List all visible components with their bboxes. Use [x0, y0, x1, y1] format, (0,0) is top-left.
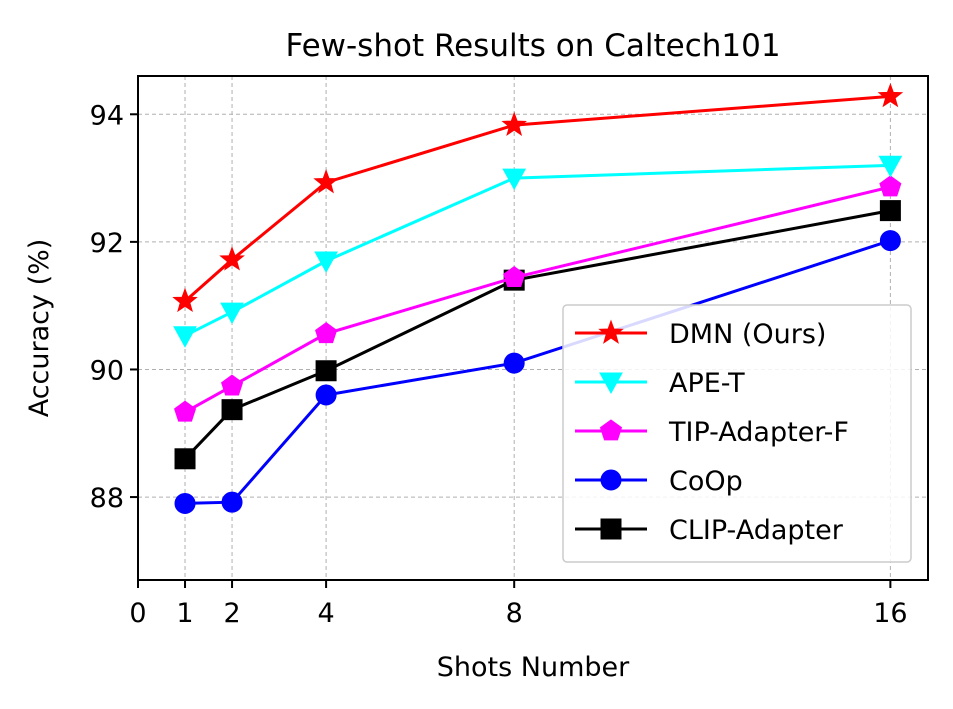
data-point [219, 246, 245, 271]
x-tick-label: 2 [223, 598, 240, 629]
x-tick-label: 0 [129, 598, 146, 629]
legend-label: TIP-Adapter-F [668, 417, 849, 448]
chart-title: Few-shot Results on Caltech101 [285, 28, 780, 64]
series-ape-t [173, 155, 903, 348]
data-point [173, 326, 197, 348]
legend-marker [598, 319, 624, 344]
legend-box [562, 304, 912, 563]
data-point [221, 491, 243, 513]
data-point [221, 399, 243, 421]
data-point [315, 384, 337, 406]
plot-frame [137, 75, 929, 581]
legend-label: DMN (Ours) [669, 319, 826, 350]
data-point [315, 360, 337, 382]
data-point [174, 492, 196, 514]
data-point [503, 265, 526, 287]
data-point [502, 168, 527, 191]
data-point [878, 155, 903, 178]
series-dmn-ours [172, 82, 904, 313]
legend-marker [600, 518, 622, 540]
legend-marker [600, 469, 622, 491]
data-point [503, 352, 525, 374]
data-point [174, 448, 196, 470]
data-point [501, 111, 527, 136]
series-tip-adapter-f [174, 175, 902, 422]
y-tick-label: 94 [90, 100, 124, 131]
data-point [315, 322, 338, 344]
y-tick-label: 88 [90, 483, 124, 514]
data-point [313, 169, 339, 194]
data-point [220, 302, 244, 325]
data-point [877, 82, 904, 108]
legend-label: CLIP-Adapter [669, 515, 844, 546]
data-point [172, 287, 198, 313]
y-tick-label: 90 [90, 355, 124, 386]
data-point [879, 200, 901, 222]
x-axis-label: Shots Number [437, 652, 630, 683]
data-point [174, 400, 197, 422]
y-axis-label: Accuracy (%) [24, 239, 55, 418]
legend-marker [599, 419, 623, 441]
x-tick-label: 16 [873, 598, 907, 629]
legend-label: APE-T [669, 368, 745, 399]
data-point [221, 374, 244, 396]
x-tick-label: 8 [506, 598, 523, 629]
legend: DMN (Ours) APE-T TIP-Adapter-F CoOpCLIP-Ada… [562, 304, 912, 563]
legend-label: CoOp [669, 466, 743, 497]
data-point [314, 251, 338, 274]
series-clip-adapter [174, 200, 901, 470]
x-tick-label: 1 [176, 598, 193, 629]
legend-marker [599, 372, 623, 395]
y-tick-label: 92 [90, 228, 124, 259]
x-tick-label: 4 [318, 598, 335, 629]
data-point [879, 175, 902, 197]
data-point [879, 230, 901, 252]
